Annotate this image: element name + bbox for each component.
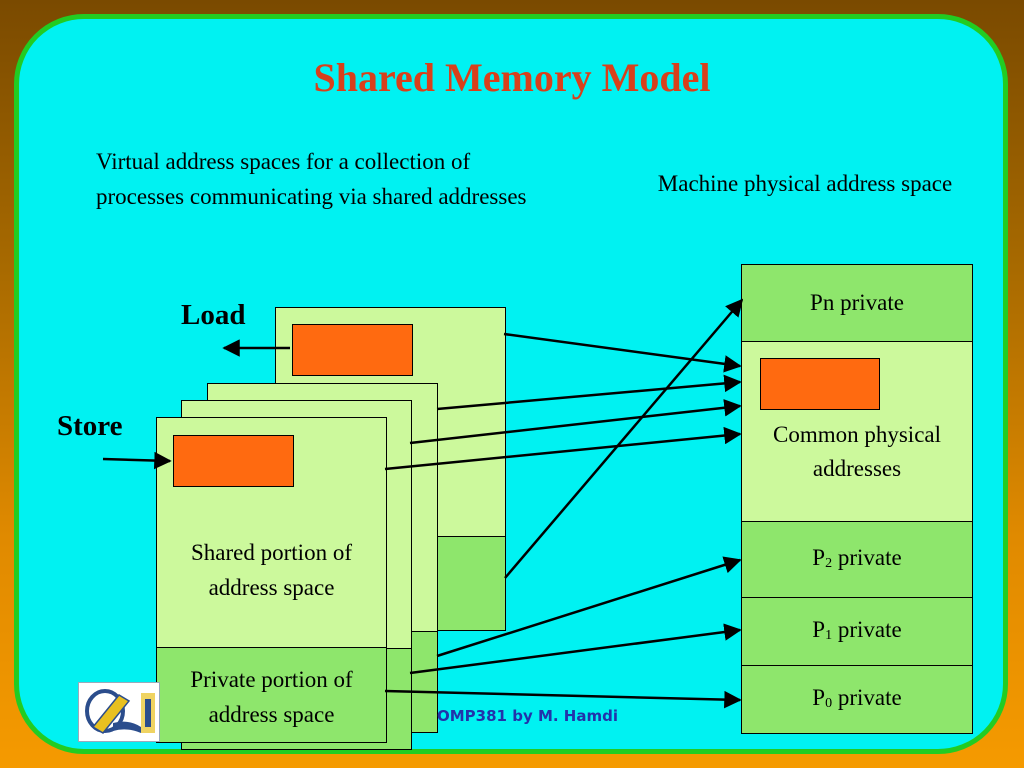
store-label: Store	[57, 410, 123, 442]
logo-emblem-icon	[85, 689, 155, 734]
segment-p1-private: P1 private	[742, 598, 972, 666]
segment-label: P0 private	[812, 684, 902, 711]
shared-block	[292, 324, 413, 376]
footer-credit: OMP381 by M. Hamdi	[437, 707, 618, 725]
physical-memory: Pn private Common physical addresses P2 …	[741, 264, 973, 734]
segment-label: Pn private	[810, 290, 904, 315]
segment-p2-private: P2 private	[742, 522, 972, 598]
private-region: Private portion of address space	[157, 647, 386, 742]
segment-pn-private: Pn private	[742, 265, 972, 342]
virtual-address-caption: Virtual address spaces for a collection …	[96, 149, 527, 209]
process-address-space-front: Shared portion of address space Private …	[156, 417, 387, 743]
load-label: Load	[181, 299, 246, 331]
slide-title: Shared Memory Model	[313, 55, 711, 100]
segment-common: Common physical addresses	[742, 342, 972, 522]
segment-label: P2 private	[812, 544, 902, 571]
segment-label: Common physical addresses	[772, 421, 942, 481]
shared-portion-label: Shared portion of address space	[191, 540, 352, 600]
university-logo	[78, 682, 160, 742]
shared-block	[760, 358, 880, 410]
physical-address-caption: Machine physical address space	[657, 171, 953, 196]
segment-p0-private: P0 private	[742, 666, 972, 733]
shared-block	[173, 435, 294, 487]
segment-label: P1 private	[812, 616, 902, 643]
private-portion-label: Private portion of address space	[190, 667, 353, 727]
